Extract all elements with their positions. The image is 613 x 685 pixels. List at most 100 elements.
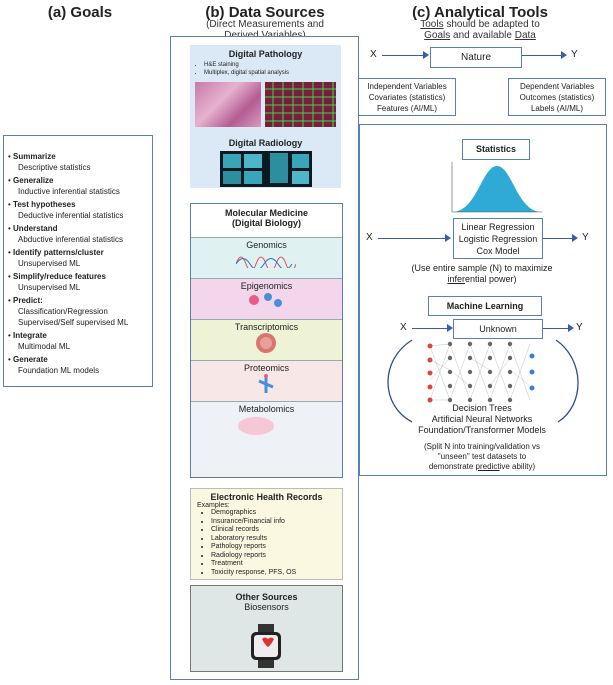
goals-title: (a) Goals: [47, 4, 113, 21]
radiology-title: Digital Radiology: [228, 138, 303, 148]
statistics-title: Statistics: [462, 139, 530, 160]
ehr-list: DemographicsInsurance/Financial infoClin…: [191, 509, 342, 577]
ehr-title: Electronic Health Records: [210, 492, 323, 502]
ml-model-1: Decision Trees: [452, 403, 512, 413]
neural-network-icon: [387, 339, 579, 423]
molecular-title-2: (Digital Biology): [232, 218, 301, 228]
dependent-variables-box: Dependent Variables Outcomes (statistics…: [508, 78, 606, 116]
arrow-head-icon: [572, 234, 578, 242]
ehr-item: Toxicity response, PFS, OS: [211, 569, 342, 578]
omic-label: Metabolomics: [238, 404, 295, 414]
dep-line: Outcomes (statistics): [519, 93, 595, 102]
indep-line: Independent Variables: [367, 82, 447, 91]
ehr-item: Clinical records: [211, 526, 342, 535]
ehr-item: Pathology reports: [211, 543, 342, 552]
other-sources-title: Other Sources: [235, 592, 298, 602]
biosensors-label: Biosensors: [244, 602, 289, 612]
goal-heading: Generate: [13, 355, 48, 364]
tools-title: (c) Analytical Tools: [412, 4, 548, 21]
protein-icon: [258, 374, 274, 393]
stats-y: Y: [582, 232, 589, 243]
nature-box: Nature: [430, 47, 522, 68]
ml-unknown-box: Unknown: [453, 319, 543, 339]
arrow-x-nature: [382, 55, 424, 56]
goal-heading: Summarize: [13, 152, 56, 161]
omic-label: Proteomics: [243, 363, 289, 373]
tools-line-2: Goals and available Data: [424, 30, 536, 41]
goal-description: Unsupervised ML: [18, 283, 81, 292]
goal-description: Classification/Regression: [18, 307, 108, 316]
ehr-examples-label: Examples:: [197, 502, 230, 509]
goal-description: Abductive inferential statistics: [18, 235, 123, 244]
omic-transcriptomics: Transcriptomics: [191, 319, 342, 360]
ehr-item: Radiology reports: [211, 552, 342, 561]
stats-model: Linear Regression: [461, 222, 535, 232]
goal-heading: Understand: [13, 224, 58, 233]
imaging-panel: Digital Pathology H&E staining Multiplex…: [190, 45, 341, 188]
stats-note-1: (Use entire sample (N) to maximize: [411, 263, 553, 273]
ml-model-3: Foundation/Transformer Models: [418, 425, 546, 435]
stats-x: X: [366, 232, 373, 243]
dna-sequence-icon: [235, 256, 297, 272]
multiplex-image: [265, 82, 336, 127]
xray-scans-icon: [223, 153, 309, 184]
dep-line: Dependent Variables: [519, 82, 595, 91]
smartwatch-icon: [251, 624, 281, 668]
dep-line: Labels (AI/ML): [530, 104, 584, 113]
radiology-image: [220, 151, 312, 187]
multiplex-grid-icon: [265, 82, 336, 127]
omic-proteomics: Proteomics: [191, 360, 342, 401]
omic-label: Epigenomics: [240, 281, 293, 291]
molecular-title-1: Molecular Medicine: [224, 208, 309, 218]
arrow-stats-y: [543, 238, 573, 239]
arrow-head-icon: [568, 324, 574, 332]
ehr-item: Demographics: [211, 509, 342, 518]
metabolite-icon: [238, 417, 274, 435]
normal-distribution-icon: [451, 162, 542, 213]
ml-title: Machine Learning: [428, 296, 542, 316]
ml-model-2: Artificial Neural Networks: [431, 414, 533, 424]
omic-epigenomics: Epigenomics: [191, 278, 342, 319]
ehr-item: Laboratory results: [211, 535, 342, 544]
arrow-x-stats: [378, 238, 446, 239]
ehr-item: Treatment: [211, 560, 342, 569]
goal-heading: Test hypotheses: [13, 200, 76, 209]
stats-note-2: inferential power): [447, 274, 517, 284]
ehr-panel: Electronic Health Records Examples: Demo…: [190, 488, 343, 580]
sources-title: (b) Data Sources: [205, 4, 325, 21]
goal-heading: Generalize: [13, 176, 54, 185]
goal-description: Unsupervised ML: [18, 259, 81, 268]
indep-line: Covariates (statistics): [368, 93, 446, 102]
arrow-head-icon: [447, 324, 453, 332]
goal-heading: Integrate: [13, 331, 47, 340]
goal-description: Descriptive statistics: [18, 163, 91, 172]
arrow-head-icon: [561, 51, 567, 59]
nature-y: Y: [571, 49, 578, 60]
ml-note-3: demonstrate predictive ability): [428, 462, 536, 471]
arrow-head-icon: [423, 51, 429, 59]
ml-x: X: [400, 322, 407, 333]
stats-model: Logistic Regression: [458, 234, 538, 244]
arrow-ml-y: [543, 328, 569, 329]
goal-description: Supervised/Self supervised ML: [18, 318, 129, 327]
molecule-icon: [249, 293, 282, 307]
goal-heading: Predict:: [13, 296, 43, 305]
omic-metabolomics: Metabolomics: [191, 401, 342, 477]
omic-label: Transcriptomics: [234, 322, 299, 332]
independent-variables-box: Independent Variables Covariates (statis…: [358, 78, 456, 116]
arrow-head-icon: [445, 234, 451, 242]
rna-ball-icon: [256, 333, 276, 353]
arrow-nature-y: [522, 55, 562, 56]
arrow-x-ml: [412, 328, 448, 329]
ehr-item: Insurance/Financial info: [211, 518, 342, 527]
pathology-bullet-1: H&E staining: [204, 61, 341, 69]
indep-line: Features (AI/ML): [376, 104, 437, 113]
